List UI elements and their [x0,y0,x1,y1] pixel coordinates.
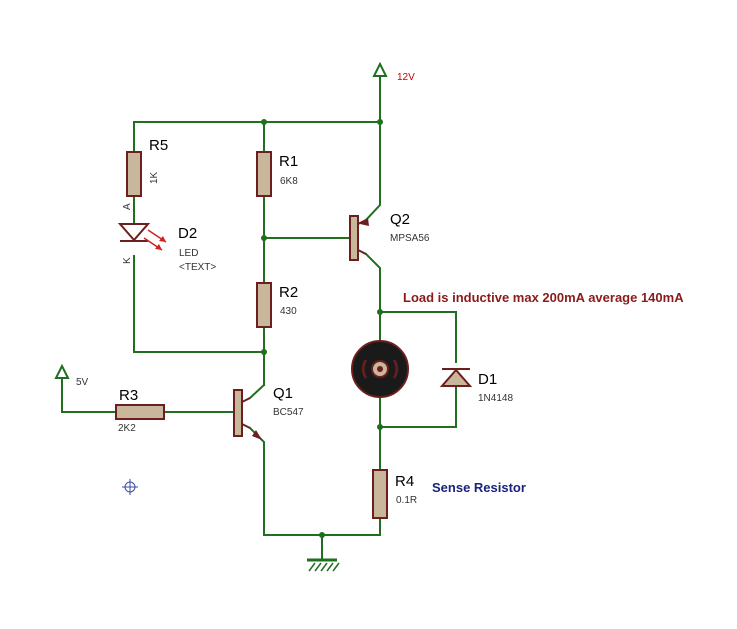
r5-value: 1K [149,171,160,184]
diode-d1: D1 1N4148 [439,368,513,404]
motor-icon [351,340,409,398]
r2-ref: R2 [279,284,298,301]
r3-ref: R3 [119,387,138,404]
transistor-q1: Q1 BC547 [233,385,304,440]
r2-value: 430 [280,306,297,317]
resistor-r1: R1 6K8 [256,151,298,197]
r4-ref: R4 [395,473,414,490]
resistor-r3: R3 2K2 [115,387,165,434]
d1-ref: D1 [478,371,497,388]
d2-text: <TEXT> [179,262,216,273]
r3-value: 2K2 [118,423,136,434]
q1-ref: Q1 [273,385,293,402]
resistor-r2: R2 430 [256,282,298,328]
q2-ref: Q2 [390,211,410,228]
wires [61,79,457,559]
supply-5v-label: 5V [76,377,89,388]
transistor-q2: Q2 MPSA56 [349,211,430,261]
d1-value: 1N4148 [478,393,513,404]
supply-12v: 12V [372,61,415,83]
d2-ref: D2 [178,225,197,242]
led-d2: A K D2 LED <TEXT> [117,203,216,273]
ground-symbol [307,558,340,572]
r5-ref: R5 [149,137,168,154]
resistor-r4: R4 0.1R [372,469,417,519]
r1-ref: R1 [279,153,298,170]
q2-value: MPSA56 [390,233,430,244]
d2-pin-a: A [122,203,133,210]
q1-value: BC547 [273,407,304,418]
sense-note: Sense Resistor [432,480,526,495]
d2-value: LED [179,248,198,259]
junction-dots [261,119,383,538]
resistor-r5: R5 1K [126,137,168,197]
load-note: Load is inductive max 200mA average 140m… [403,290,684,305]
supply-12v-label: 12V [397,72,415,83]
supply-5v: 5V [54,363,89,388]
d2-pin-k: K [122,257,133,264]
r4-value: 0.1R [396,495,417,506]
origin-crosshair-icon [122,479,138,495]
r1-value: 6K8 [280,176,298,187]
